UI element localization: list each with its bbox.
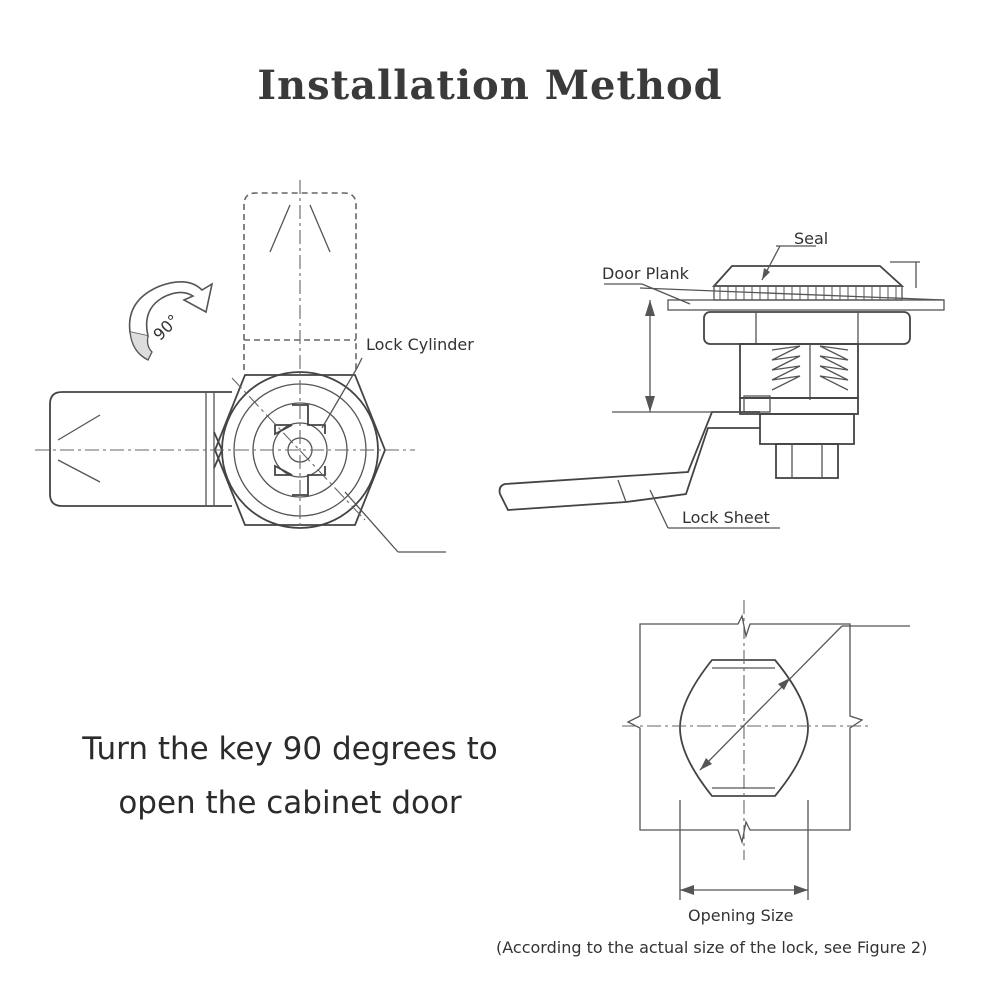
rotation-label: 90° (149, 311, 182, 344)
front-view: 90° Lock Cylinder (35, 180, 474, 553)
door-plank-label: Door Plank (602, 264, 690, 283)
instruction-line-1: Turn the key 90 degrees to (82, 731, 498, 767)
side-view: Seal Door Plank Lock Sheet (498, 229, 945, 529)
instruction-text: Turn the key 90 degrees to open the cabi… (40, 722, 540, 830)
seal-label: Seal (794, 229, 828, 248)
lock-cylinder-label: Lock Cylinder (366, 335, 474, 354)
lock-sheet-label: Lock Sheet (682, 508, 770, 527)
opening-size-label: Opening Size (688, 906, 793, 925)
size-note: (According to the actual size of the loc… (496, 938, 928, 957)
opening-view: Opening Size (622, 600, 910, 925)
instruction-line-2: open the cabinet door (118, 785, 462, 821)
page-title: Installation Method (257, 62, 723, 109)
